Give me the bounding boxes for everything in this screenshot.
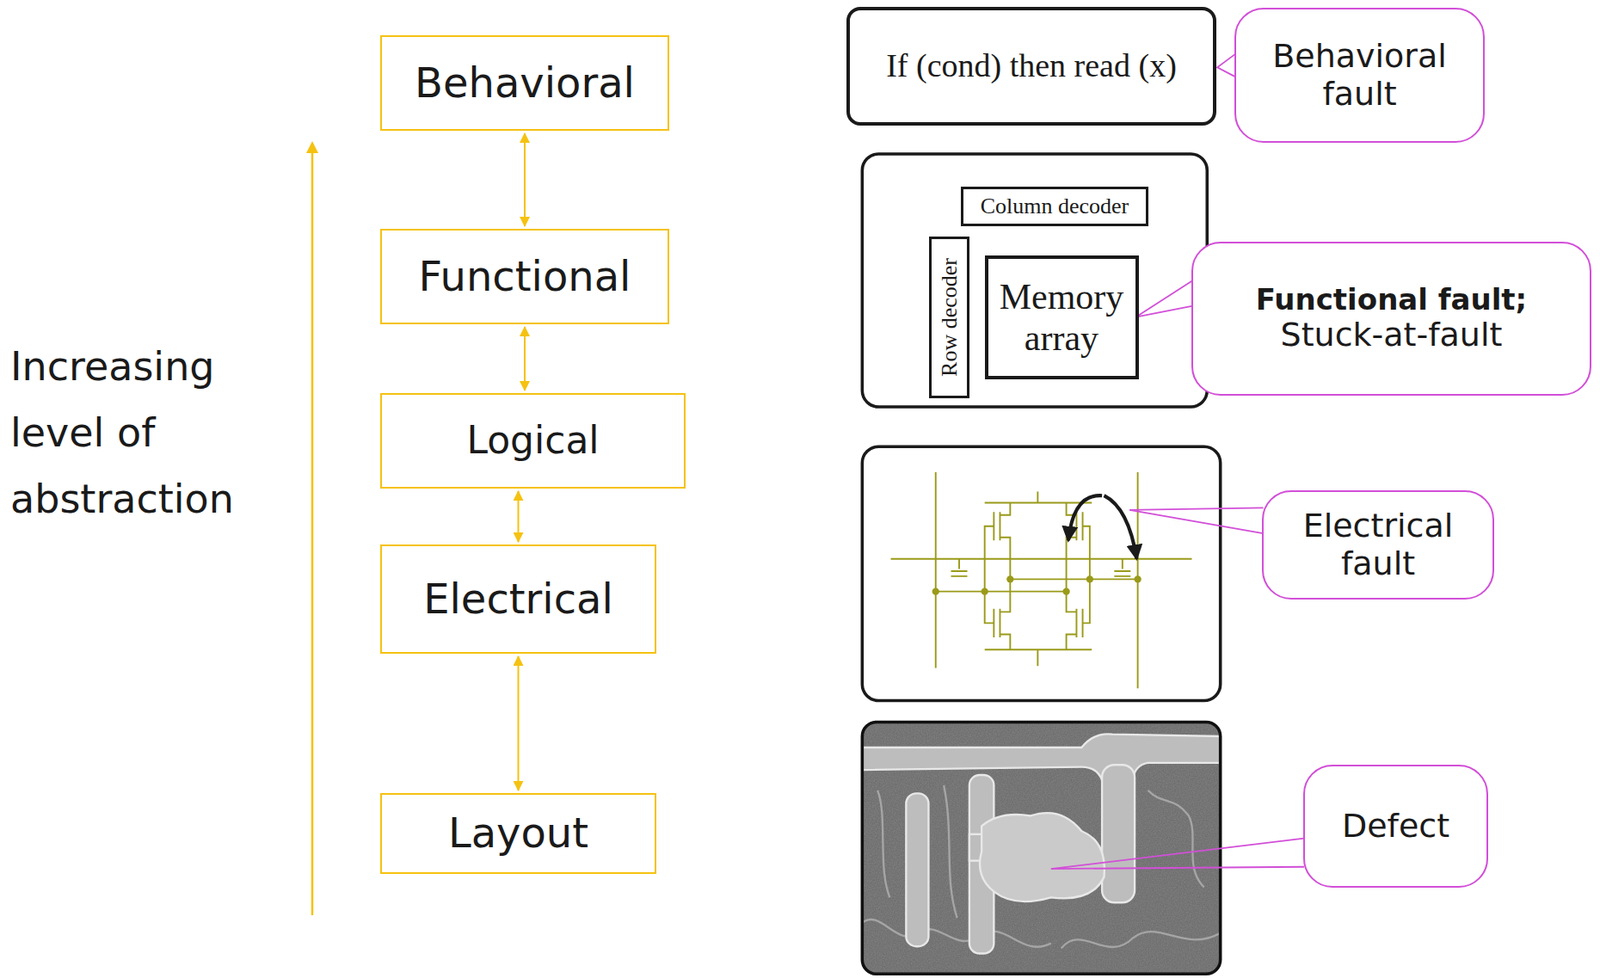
callout-bubble: Defect	[1303, 764, 1489, 888]
sem-contour	[1147, 790, 1204, 888]
sem-image	[861, 721, 1220, 974]
junction-dots	[932, 575, 1142, 596]
sram-cell-schematic	[891, 472, 1193, 689]
box-text: Functional	[418, 252, 632, 301]
code-box: If (cond) then read (x)	[846, 6, 1217, 126]
nmos-transistor	[993, 578, 1010, 650]
block-box: Row decoder	[929, 236, 970, 399]
nmos-transistor	[1066, 591, 1084, 651]
sem-background	[861, 721, 1220, 974]
cross-wire	[935, 590, 1067, 593]
junction-dot	[1006, 575, 1014, 583]
pmos-transistor	[993, 503, 1010, 580]
memory-frame	[861, 153, 1207, 407]
cross-wire	[1009, 578, 1138, 580]
level-box: Functional	[380, 228, 670, 325]
box-text: Functional fault;	[1255, 283, 1527, 317]
box-subtext: Stuck-at-fault	[1280, 316, 1503, 355]
box-text: Electrical fault	[1272, 507, 1484, 583]
fault-arrow	[1068, 495, 1102, 541]
axis-label: Increasing level of abstraction	[10, 333, 303, 533]
double-arrow	[523, 133, 526, 227]
fault-arrow	[1103, 495, 1137, 560]
callout-tail	[1051, 838, 1305, 870]
junction-dot	[1062, 587, 1070, 595]
box-text: If (cond) then read (x)	[886, 47, 1177, 86]
junction-dot	[932, 587, 940, 595]
sem-contour	[861, 919, 1051, 948]
sem-frame	[861, 721, 1220, 974]
box-text: Row decoder	[936, 258, 963, 377]
junction-dot	[981, 587, 989, 595]
sem-contour	[1061, 931, 1221, 948]
callout-bubble: Functional fault;Stuck-at-fault	[1191, 241, 1592, 396]
supply-rail	[984, 491, 1093, 503]
block-box: Column decoder	[960, 186, 1149, 227]
poly-finger	[905, 793, 929, 947]
block-box: Memory array	[984, 255, 1139, 380]
callout-tails	[1051, 53, 1305, 869]
level-box: Electrical	[380, 544, 657, 654]
sem-noise	[861, 721, 1220, 974]
junction-dot	[1133, 575, 1141, 583]
box-text: Behavioral	[414, 59, 635, 107]
double-arrow	[523, 326, 526, 391]
callout-tail	[1129, 507, 1263, 534]
ground-rail	[984, 649, 1093, 666]
double-arrow	[517, 491, 520, 542]
callout-bubble: Electrical fault	[1261, 490, 1495, 600]
gate-wire	[1083, 526, 1090, 624]
defect-blob	[979, 812, 1105, 902]
junction-dot	[1086, 575, 1094, 583]
sem-contours	[861, 785, 1220, 949]
box-text: Electrical	[423, 575, 614, 623]
box-text: Logical	[466, 418, 599, 463]
poly-line	[861, 733, 1220, 781]
abstraction-arrow	[311, 151, 314, 916]
box-text: Column decoder	[980, 193, 1130, 220]
box-text: Defect	[1341, 807, 1450, 846]
double-arrow	[517, 656, 520, 791]
circuit-frame	[861, 446, 1220, 701]
box-text: Memory array	[996, 276, 1127, 360]
level-box: Logical	[380, 393, 686, 489]
sem-structures	[861, 733, 1220, 954]
gate-wire	[984, 526, 995, 624]
poly-column	[1101, 764, 1135, 903]
box-text: Layout	[448, 809, 589, 857]
illustration-group	[861, 53, 1305, 975]
level-box: Layout	[380, 793, 657, 874]
bit-line	[935, 472, 937, 669]
level-box: Behavioral	[380, 35, 670, 131]
access-transistor	[951, 559, 1132, 577]
callout-bubble: Behavioral fault	[1234, 7, 1485, 143]
box-text: Behavioral fault	[1244, 37, 1475, 113]
callout-tail	[1135, 280, 1193, 318]
